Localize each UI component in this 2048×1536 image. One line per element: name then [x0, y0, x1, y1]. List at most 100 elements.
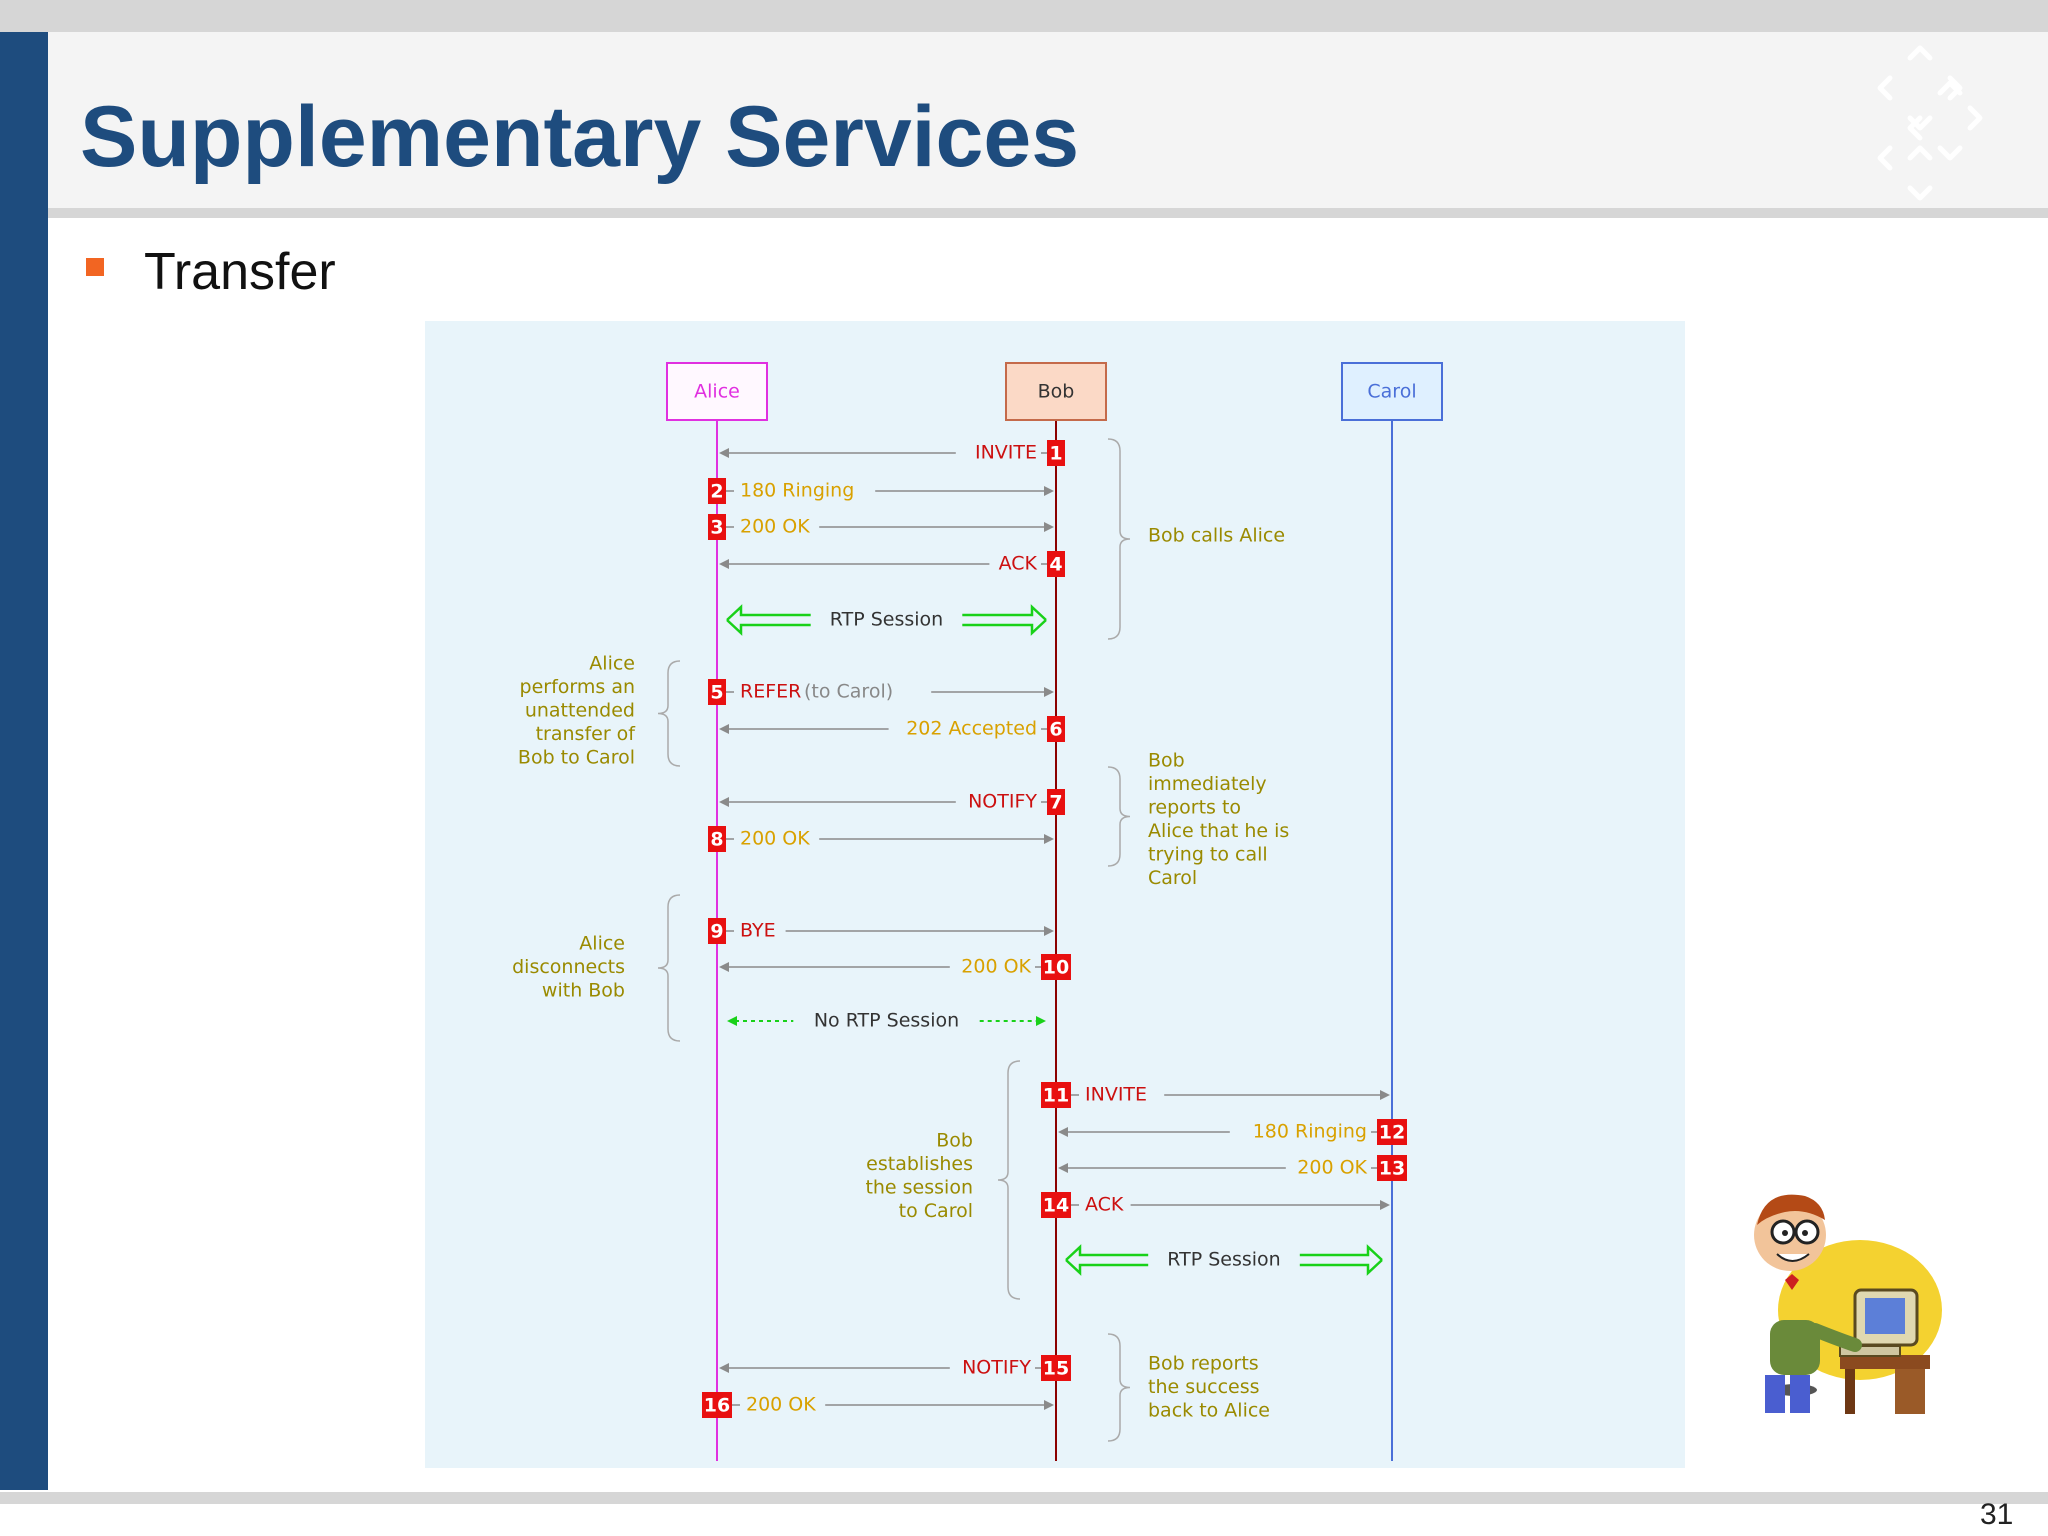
left-accent-bar: [0, 32, 48, 1490]
message-number-box: [1041, 1082, 1071, 1108]
message-label: NOTIFY: [968, 791, 1037, 813]
arrow-head: [1058, 1127, 1068, 1137]
message-number: 3: [710, 517, 723, 539]
no-rtp-arrow-left: [727, 1016, 737, 1026]
note-text: disconnects: [512, 956, 625, 978]
note-text: Alice that he is: [1148, 820, 1289, 842]
rtp-arrow-right: [962, 604, 1047, 636]
rtp-arrow-right: [1299, 1244, 1383, 1276]
rtp-arrow-left: [1065, 1244, 1149, 1276]
note-text: Bob reports: [1148, 1353, 1259, 1375]
note-text: with Bob: [542, 980, 625, 1002]
rtp-arrow-left: [726, 604, 811, 636]
message-label-suffix: (to Carol): [804, 681, 893, 703]
title-panel: [48, 32, 2048, 208]
message-number: 6: [1049, 719, 1062, 741]
message-number: 15: [1043, 1358, 1069, 1380]
arrow-head: [1044, 834, 1054, 844]
title-divider: [48, 208, 2048, 218]
arrow-head: [1044, 522, 1054, 532]
participant-label-bob: Bob: [1038, 381, 1075, 403]
message-number-box: [708, 679, 726, 705]
message-number: 11: [1043, 1085, 1069, 1107]
message-number: 8: [710, 829, 723, 851]
message-number-box: [708, 514, 726, 540]
cartoon-man-at-computer-icon: [1754, 1194, 1942, 1414]
message-number: 10: [1043, 957, 1069, 979]
message-label: 202 Accepted: [906, 718, 1037, 740]
note-brace: [997, 1060, 1021, 1300]
note-text: the session: [865, 1177, 973, 1199]
note-brace: [657, 894, 681, 1042]
message-label: ACK: [999, 553, 1038, 575]
message-number-box: [1047, 789, 1065, 815]
note-text: Bob: [936, 1130, 973, 1152]
arrow-head: [1044, 687, 1054, 697]
note-text: immediately: [1148, 773, 1267, 795]
arrow-head: [719, 448, 729, 458]
message-number: 5: [710, 682, 723, 704]
session-label: No RTP Session: [814, 1010, 959, 1032]
note-text: to Carol: [899, 1200, 973, 1222]
arrow-head: [1058, 1163, 1068, 1173]
message-number: 14: [1043, 1195, 1069, 1217]
message-label: REFER: [740, 681, 801, 703]
arrow-head: [1380, 1200, 1390, 1210]
message-number-box: [1047, 551, 1065, 577]
arrow-head: [1044, 486, 1054, 496]
message-number: 16: [704, 1395, 730, 1417]
participant-label-carol: Carol: [1367, 381, 1416, 403]
bullet-transfer: Transfer: [144, 243, 336, 301]
message-label: 180 Ringing: [740, 480, 854, 502]
note-text: transfer of: [536, 723, 637, 745]
participant-box-alice: [666, 362, 768, 421]
arrow-head: [719, 559, 729, 569]
no-rtp-arrow-right: [1036, 1016, 1046, 1026]
note-text: back to Alice: [1148, 1400, 1270, 1422]
message-number: 2: [710, 481, 723, 503]
participant-box-carol: [1341, 362, 1443, 421]
arrow-head: [719, 962, 729, 972]
participant-label-alice: Alice: [694, 381, 740, 403]
message-number-box: [1041, 1355, 1071, 1381]
top-bar: [0, 0, 2048, 32]
session-label: RTP Session: [830, 609, 943, 631]
arrow-head: [1380, 1090, 1390, 1100]
decorative-arrows-icon: [1877, 45, 1983, 201]
note-brace: [1107, 438, 1131, 640]
note-text: performs an: [520, 676, 635, 698]
note-text: establishes: [866, 1153, 973, 1175]
arrow-head: [1044, 1400, 1054, 1410]
message-label: NOTIFY: [962, 1357, 1031, 1379]
note-text: reports to: [1148, 797, 1241, 819]
message-number: 12: [1379, 1122, 1405, 1144]
participant-box-bob: [1005, 362, 1107, 421]
bullet-square-icon: [86, 258, 104, 276]
note-text: Bob calls Alice: [1148, 525, 1285, 547]
message-label: 200 OK: [746, 1394, 816, 1416]
note-text: trying to call: [1148, 844, 1268, 866]
note-text: Bob to Carol: [518, 747, 635, 769]
message-number: 4: [1049, 554, 1062, 576]
message-label: BYE: [740, 920, 776, 942]
note-text: Alice: [579, 933, 625, 955]
message-number-box: [1041, 1192, 1071, 1218]
message-number-box: [708, 918, 726, 944]
note-text: Alice: [589, 653, 635, 675]
bottom-bar: [0, 1492, 2048, 1504]
message-number-box: [1041, 954, 1071, 980]
note-text: Bob: [1148, 750, 1185, 772]
note-text: unattended: [525, 700, 635, 722]
note-brace: [1107, 766, 1131, 867]
message-label: 180 Ringing: [1253, 1121, 1367, 1143]
note-brace: [1107, 1333, 1131, 1442]
message-number-box: [1047, 440, 1065, 466]
message-number-box: [702, 1392, 732, 1418]
session-label: RTP Session: [1167, 1249, 1280, 1271]
message-number-box: [1377, 1155, 1407, 1181]
note-text: Carol: [1148, 867, 1197, 889]
message-label: 200 OK: [961, 956, 1031, 978]
arrow-head: [719, 797, 729, 807]
arrow-head: [1044, 926, 1054, 936]
